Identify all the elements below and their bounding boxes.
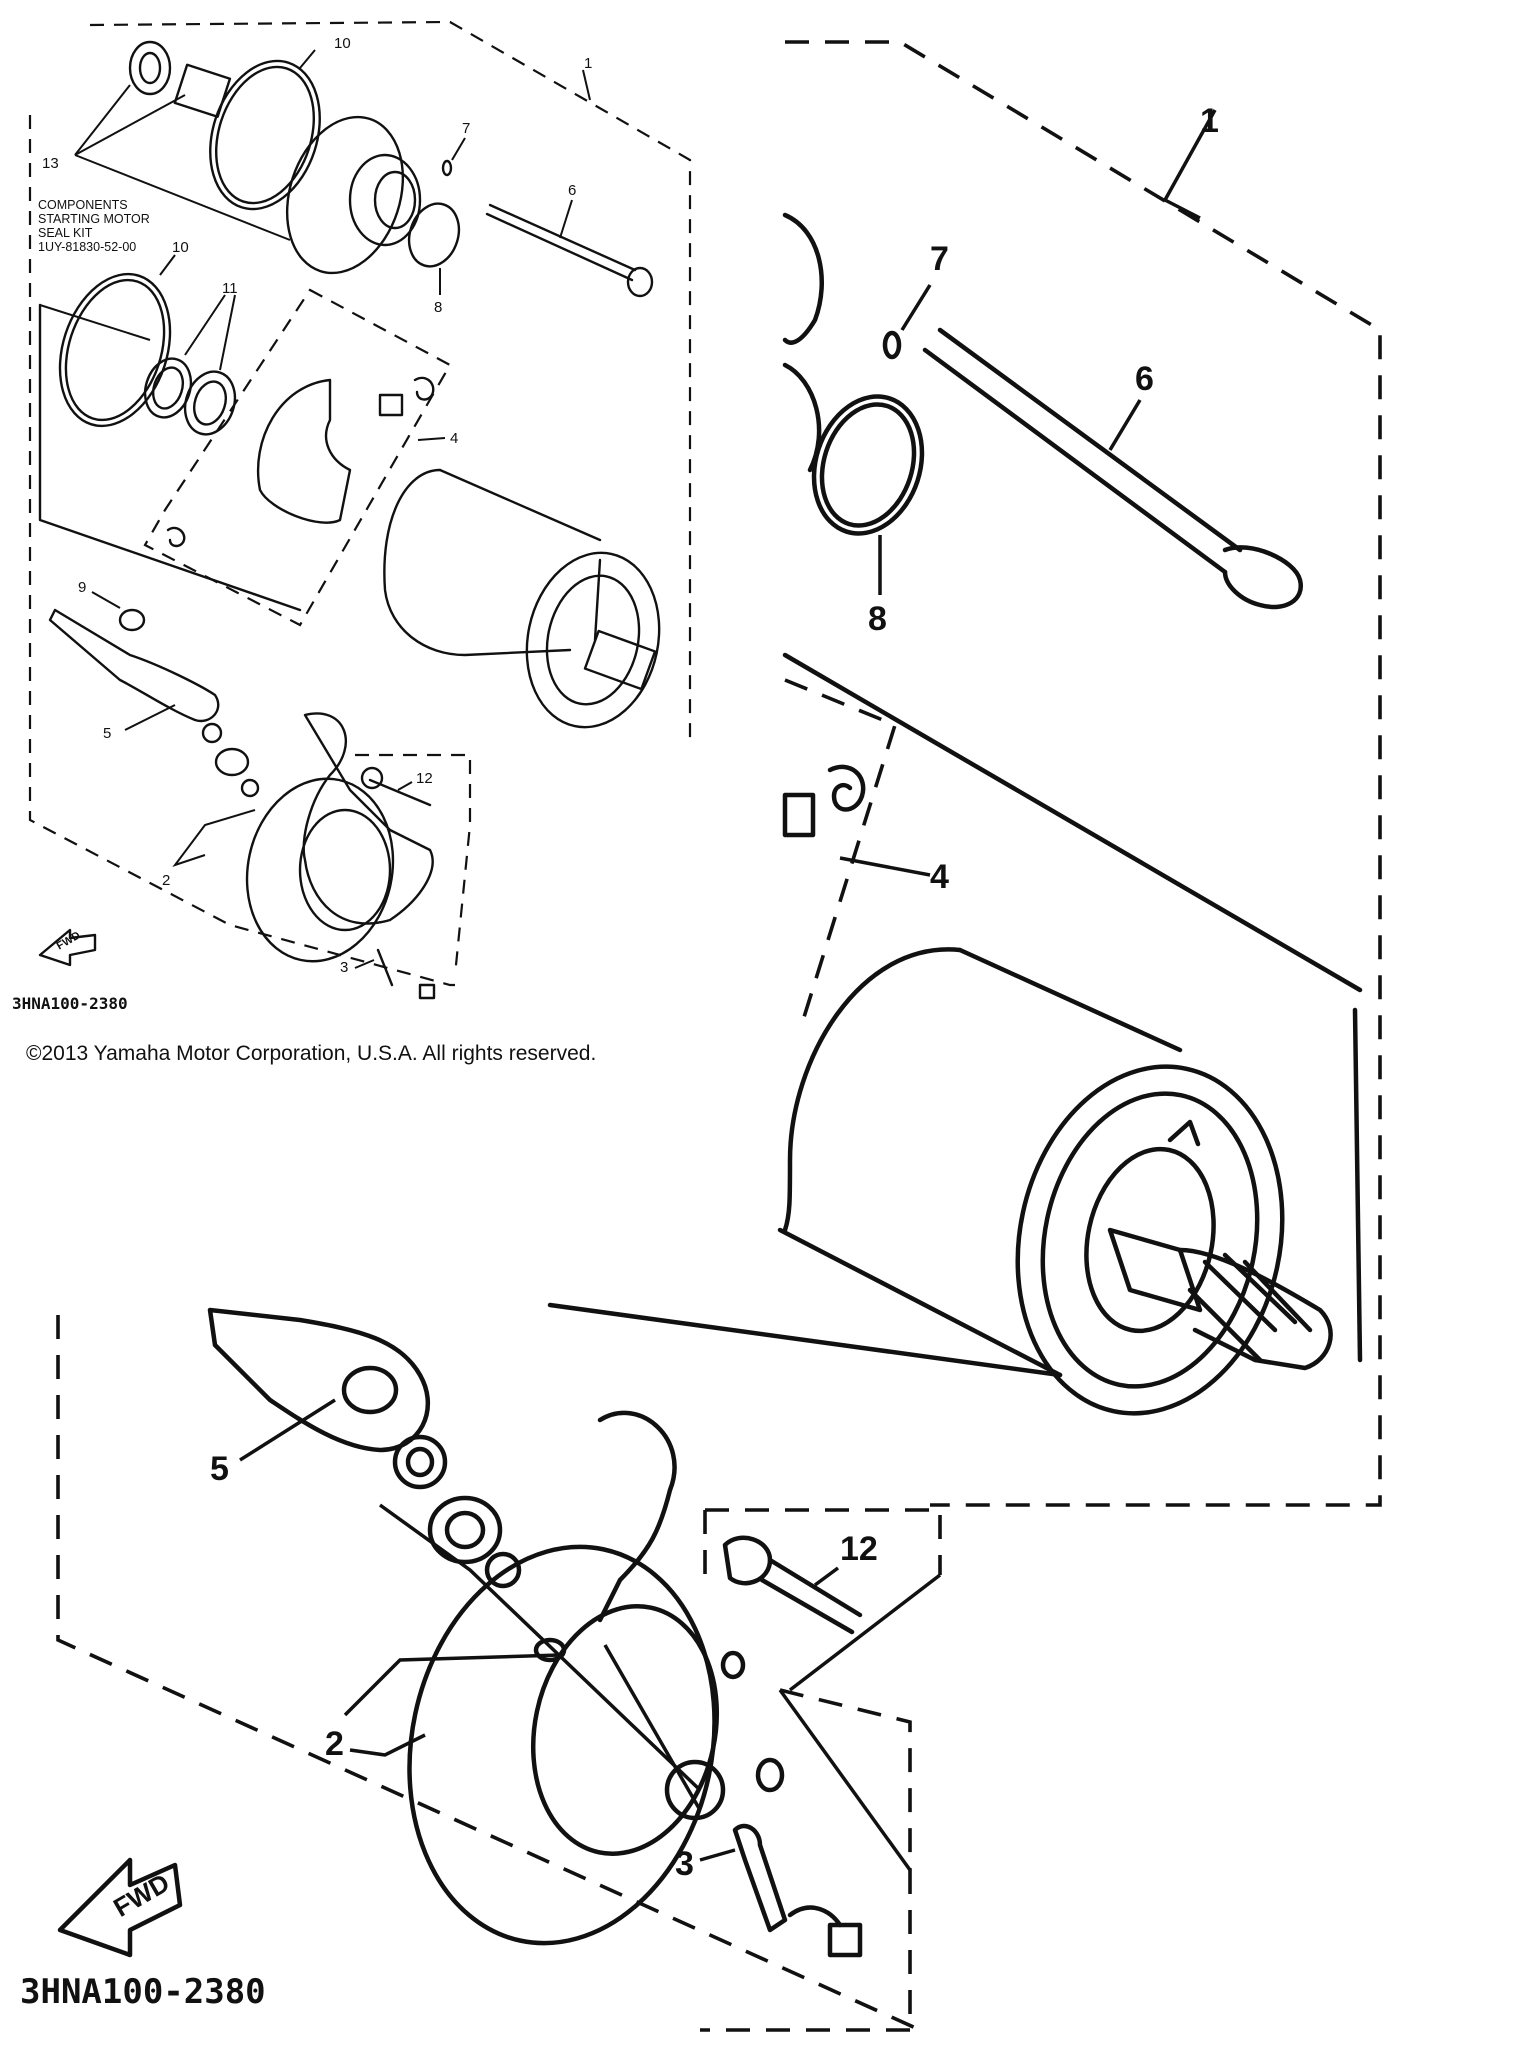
armature-shaft <box>583 629 657 691</box>
detail-diagram <box>56 40 1382 2032</box>
bolt-12-large <box>767 1557 863 1618</box>
overview-callouts: 1 2 3 4 5 6 7 8 9 10 10 11 12 13 <box>42 35 592 976</box>
through-bolt <box>488 203 637 272</box>
callout-11-small: 11 <box>222 280 238 297</box>
o-ring-lower <box>58 272 172 428</box>
callout-6-large: 6 <box>1135 360 1154 398</box>
bolt-box-large <box>705 1508 942 1575</box>
detail-callouts: 1 2 3 4 5 6 7 8 12 <box>210 102 1219 1883</box>
small-o-ring-large <box>882 330 902 360</box>
brush <box>378 393 404 417</box>
o-ring-top <box>209 59 321 211</box>
yoke-body <box>383 468 572 657</box>
brush-plate <box>256 378 352 524</box>
bolt-box <box>355 753 472 976</box>
o-ring-small-large <box>484 1551 522 1589</box>
callout-7-small: 7 <box>462 120 470 137</box>
yoke-end <box>525 551 661 729</box>
terminal-3 <box>376 948 394 987</box>
assembly-outline-left <box>28 115 455 987</box>
washer-b <box>183 370 237 436</box>
brush-spring <box>413 376 435 401</box>
seal-kit-note-line2: STARTING MOTOR <box>38 212 150 226</box>
washer-large <box>427 1495 503 1565</box>
fwd-arrow-small <box>38 928 97 967</box>
o-ring-8 <box>407 202 461 268</box>
rear-cover-large <box>407 1544 717 1946</box>
brush-large <box>782 792 816 838</box>
seal-kit-note-line4: 1UY-81830-52-00 <box>38 240 137 254</box>
shaft-large <box>1107 1227 1203 1313</box>
small-o-ring <box>441 159 453 177</box>
rear-cover-bracket <box>597 1410 677 1623</box>
seal-kit-note-line3: SEAL KIT <box>38 226 93 240</box>
callout-1-large: 1 <box>1200 102 1219 140</box>
brush-holder-box-large <box>784 678 898 1031</box>
callout-9-small: 9 <box>78 579 86 596</box>
overview-diagram <box>28 20 692 1000</box>
seal-kit-note-line1: COMPONENTS <box>38 198 128 212</box>
drawing-code-large: 3HNA100-2380 <box>20 1972 266 2012</box>
yoke-end-large <box>1015 1064 1285 1416</box>
callout-8-small: 8 <box>434 299 442 316</box>
callout-7-large: 7 <box>930 240 949 278</box>
copyright-text: ©2013 Yamaha Motor Corporation, U.S.A. A… <box>26 1042 597 1065</box>
nut-9 <box>118 608 146 632</box>
bolt-12-head <box>722 1535 773 1586</box>
through-bolt-large <box>937 327 1243 553</box>
callout-5-small: 5 <box>103 725 111 742</box>
drawing-code-small: 3HNA100-2380 <box>12 994 128 1013</box>
yoke-front-edge <box>782 947 963 1233</box>
callout-2-large: 2 <box>325 1725 344 1763</box>
callout-13-small: 13 <box>42 155 59 172</box>
nut-large <box>392 1434 448 1490</box>
lead-wire <box>48 608 220 723</box>
callout-6-small: 6 <box>568 182 576 199</box>
washer-a <box>143 357 193 419</box>
rear-cover <box>302 712 434 925</box>
callout-4-small: 4 <box>450 430 458 447</box>
callout-10a-small: 10 <box>334 35 351 52</box>
detail-outline-left <box>56 1315 921 2032</box>
callout-10b-small: 10 <box>172 239 189 256</box>
assembly-outline-right <box>89 20 692 745</box>
callout-5-large: 5 <box>210 1450 229 1488</box>
o-ring-8-large <box>811 394 925 536</box>
fwd-arrow-large <box>57 1857 183 1958</box>
brush-holder-box <box>143 288 452 627</box>
lead-wire-large <box>207 1307 431 1453</box>
needle-bearing <box>173 63 232 118</box>
seal-kit-bracket <box>38 303 302 612</box>
callout-3-large: 3 <box>675 1845 694 1883</box>
yoke-top-edge <box>782 652 1363 993</box>
oil-seal <box>128 40 172 96</box>
terminal-3-large <box>732 1823 788 1933</box>
callout-4-large: 4 <box>930 858 949 896</box>
callout-2-small: 2 <box>162 872 170 889</box>
callout-3-small: 3 <box>340 959 348 976</box>
seal-kit-note: COMPONENTS STARTING MOTOR SEAL KIT 1UY-8… <box>38 198 150 254</box>
front-cover-fragment <box>782 212 824 345</box>
callout-1-small: 1 <box>584 55 592 72</box>
callout-8-large: 8 <box>868 600 887 638</box>
callout-12-large: 12 <box>840 1530 878 1568</box>
callout-12-small: 12 <box>416 770 433 787</box>
brush-spring-large <box>827 764 866 812</box>
detail-outline-right <box>785 40 1382 1507</box>
front-cover <box>285 115 405 275</box>
